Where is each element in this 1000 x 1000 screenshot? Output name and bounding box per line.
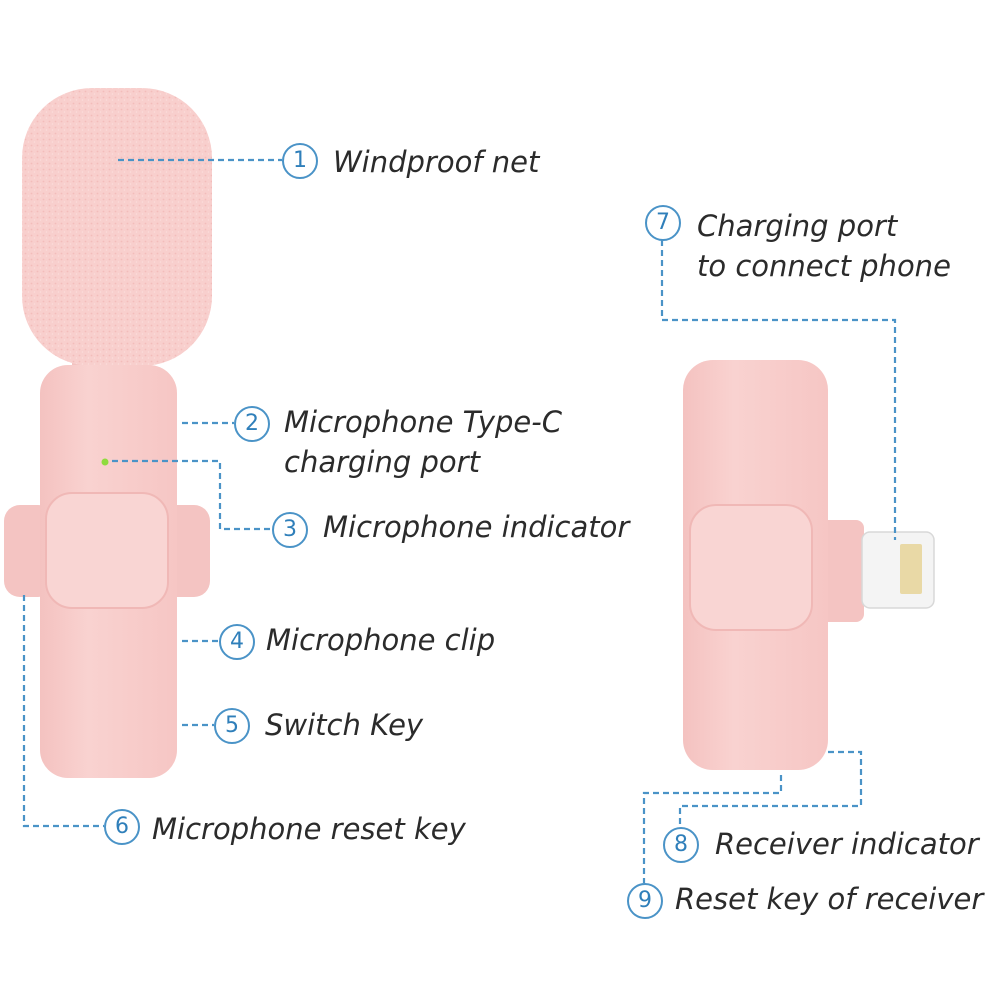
callout-label-microphone-reset-key: Microphone reset key [152,812,466,846]
callout-label-switch-key: Switch Key [265,708,424,742]
windproof-foam [22,88,212,366]
callout-label-receiver-indicator: Receiver indicator [715,827,979,861]
leader-line-3 [112,459,272,531]
callout-number-5: 5 [214,708,250,744]
callout-label-receiver-reset-key: Reset key of receiver [675,882,984,916]
callout-number-1: 1 [282,143,318,179]
callout-label-charging-port-line2: to connect phone [697,249,951,283]
callout-label-microphone-clip: Microphone clip [266,623,496,657]
callout-number-2: 2 [234,406,270,442]
callout-number-8: 8 [663,827,699,863]
callout-label-windproof-net: Windproof net [333,145,540,179]
callout-number-9: 9 [627,883,663,919]
callout-number-3: 3 [272,512,308,548]
leader-line-8 [678,750,863,827]
callout-number-7: 7 [645,205,681,241]
receiver-device [683,360,935,770]
callout-label-type-c-port-line2: charging port [284,445,480,479]
microphone-device [4,88,212,778]
callout-number-4: 4 [219,624,255,660]
callout-number-6: 6 [104,809,140,845]
leader-line-9 [642,775,783,883]
lightning-connector-contacts [900,544,922,594]
microphone-indicator-dot [101,458,109,466]
callout-label-type-c-port: Microphone Type-C [284,405,562,439]
callout-label-charging-port: Charging port [697,209,898,243]
microphone-switch-key [45,492,169,609]
callout-label-microphone-indicator: Microphone indicator [323,510,630,544]
receiver-plug-base [818,520,864,622]
leader-line-7 [660,240,897,540]
leader-line-6 [22,595,104,828]
receiver-key [689,504,813,631]
leader-lines [22,158,897,883]
lightning-connector [861,531,935,609]
